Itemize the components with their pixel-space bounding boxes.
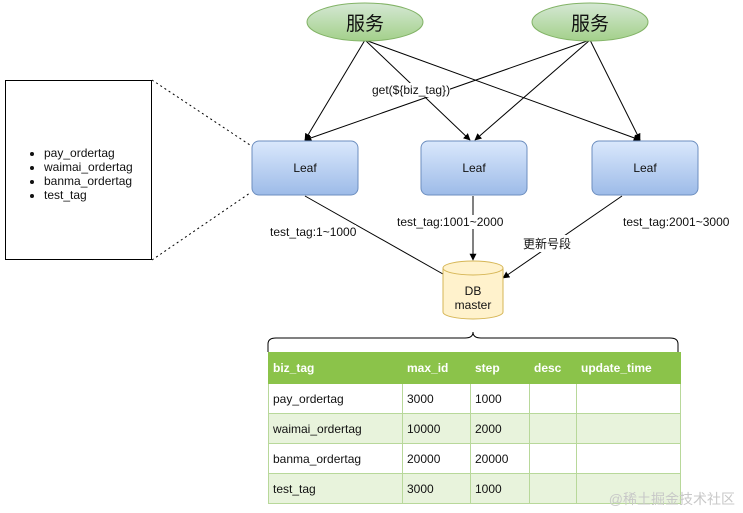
db-label-line1: DB: [464, 284, 482, 298]
table-cell: 10000: [402, 413, 471, 444]
db-label-line2: master: [454, 298, 492, 312]
table-cell: [576, 383, 681, 414]
leaf-label-3: Leaf: [633, 161, 657, 175]
table-brace: [267, 331, 679, 352]
biz-tag-list: pay_ordertag waimai_ordertag banma_order…: [6, 146, 133, 202]
table-cell: 2000: [470, 413, 530, 444]
table-cell: [529, 383, 577, 414]
service-label-2: 服务: [570, 14, 609, 35]
service-node-1: [306, 2, 424, 42]
table-row: pay_ordertag 3000 1000: [268, 383, 681, 414]
table-cell: pay_ordertag: [268, 383, 403, 414]
table-cell: waimai_ordertag: [268, 413, 403, 444]
edge-label-get: get(${biz_tag}): [372, 83, 451, 97]
leaf-node-1: [251, 140, 359, 196]
table-row: waimai_ordertag 10000 2000: [268, 413, 681, 444]
service-node-2: [531, 2, 649, 42]
column-header-biz-tag: biz_tag: [268, 352, 403, 384]
table-cell: 3000: [402, 383, 471, 414]
table-cell: [529, 443, 577, 474]
table-cell: [576, 443, 681, 474]
table-cell: banma_ordertag: [268, 443, 403, 474]
column-header-desc: desc: [529, 352, 577, 384]
list-connector-lines: [151, 79, 251, 261]
column-header-max-id: max_id: [402, 352, 471, 384]
leaf-node-2: [420, 140, 528, 196]
list-item: banma_ordertag: [44, 174, 133, 188]
table-cell: [576, 413, 681, 444]
table-cell: 1000: [470, 473, 530, 504]
table-cell: 20000: [402, 443, 471, 474]
table-header-row: biz_tag max_id step desc update_time: [268, 352, 681, 384]
edge-label-update: 更新号段: [523, 235, 572, 252]
edge-label-range3: test_tag:2001~3000: [623, 215, 730, 229]
service-label-1: 服务: [345, 14, 384, 35]
list-item: test_tag: [44, 188, 133, 202]
db-cylinder: [442, 260, 504, 320]
list-item: waimai_ordertag: [44, 160, 133, 174]
leaf-label-1: Leaf: [293, 161, 317, 175]
leaf-alloc-table: biz_tag max_id step desc update_time pay…: [268, 352, 681, 504]
column-header-step: step: [470, 352, 530, 384]
column-header-update-time: update_time: [576, 352, 681, 384]
edge-label-range1: test_tag:1~1000: [270, 225, 357, 239]
watermark: @稀土掘金技术社区: [608, 491, 735, 507]
leaf-node-3: [591, 140, 699, 196]
table-cell: [529, 473, 577, 504]
table-row: test_tag 3000 1000: [268, 473, 681, 504]
table-cell: 20000: [470, 443, 530, 474]
service-to-leaf-edges: [304, 39, 641, 142]
table-row: banma_ordertag 20000 20000: [268, 443, 681, 474]
table-cell: [529, 413, 577, 444]
leaf-label-2: Leaf: [462, 161, 486, 175]
table-cell: test_tag: [268, 473, 403, 504]
table-cell: 1000: [470, 383, 530, 414]
edge-label-range2: test_tag:1001~2000: [397, 215, 504, 229]
biz-tag-list-box: pay_ordertag waimai_ordertag banma_order…: [5, 80, 152, 260]
list-item: pay_ordertag: [44, 146, 133, 160]
table-cell: 3000: [402, 473, 471, 504]
table-cell: [576, 473, 681, 504]
